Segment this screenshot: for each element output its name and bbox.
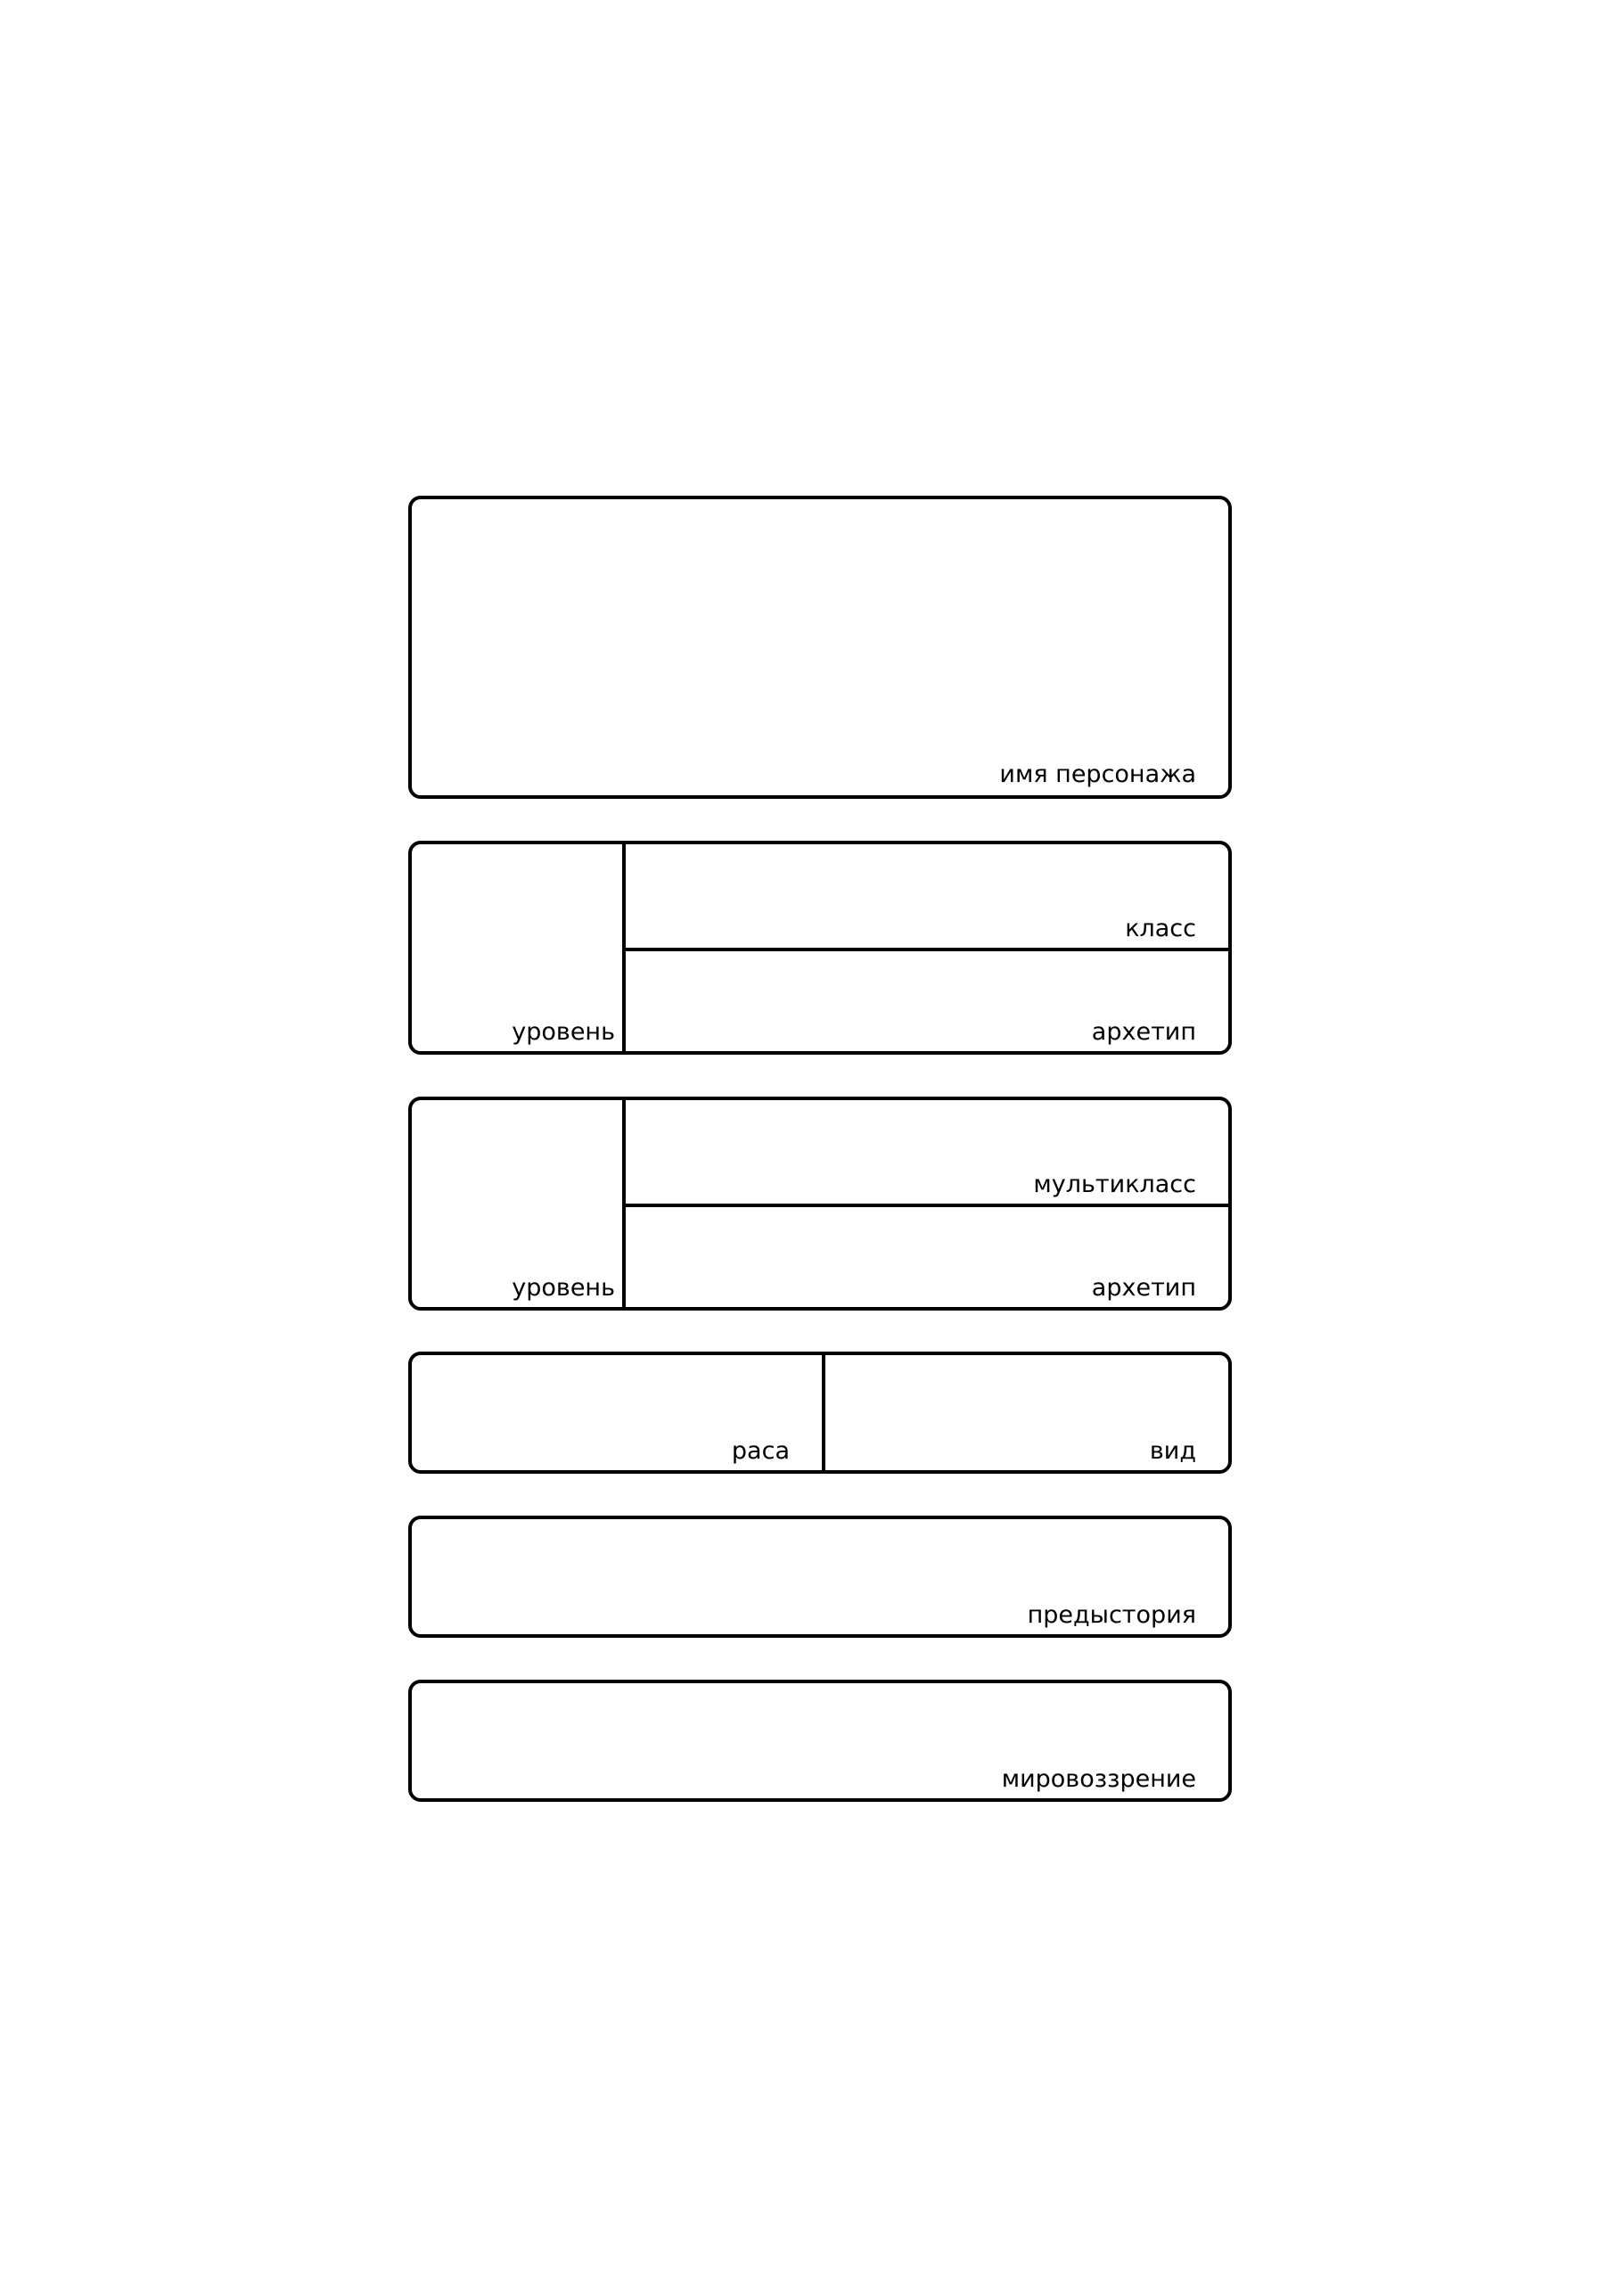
character-name-label: имя персонажа	[999, 760, 1196, 788]
class-level-label: уровень	[512, 1018, 615, 1046]
alignment-label: мировоззрение	[1001, 1765, 1196, 1793]
class-archetype-label: архетип	[1091, 1018, 1196, 1046]
multiclass-level-label: уровень	[512, 1274, 615, 1302]
class-block: уровень класс архетип	[408, 841, 1232, 1055]
class-block-divider	[622, 844, 626, 1051]
race-block-divider	[822, 1355, 825, 1470]
alignment-field[interactable]: мировоззрение	[408, 1680, 1232, 1802]
class-row-divider	[626, 948, 1228, 951]
multiclass-label: мультикласс	[1033, 1171, 1196, 1198]
multiclass-archetype-label: архетип	[1091, 1274, 1196, 1302]
race-block: раса вид	[408, 1352, 1232, 1474]
class-field[interactable]: класс	[626, 844, 1228, 948]
multiclass-row-divider	[626, 1204, 1228, 1207]
kind-label: вид	[1149, 1437, 1196, 1465]
background-label: предыстория	[1027, 1601, 1196, 1629]
background-field[interactable]: предыстория	[408, 1516, 1232, 1638]
race-label: раса	[731, 1437, 790, 1465]
multiclass-field[interactable]: мультикласс	[626, 1100, 1228, 1204]
class-level-field[interactable]: уровень	[412, 844, 622, 1051]
multiclass-archetype-field[interactable]: архетип	[626, 1207, 1228, 1307]
multiclass-block: уровень мультикласс архетип	[408, 1097, 1232, 1311]
character-name-field[interactable]: имя персонажа	[408, 496, 1232, 799]
class-label: класс	[1125, 915, 1196, 942]
race-field[interactable]: раса	[412, 1355, 822, 1470]
multiclass-level-field[interactable]: уровень	[412, 1100, 622, 1307]
multiclass-block-divider	[622, 1100, 626, 1307]
kind-field[interactable]: вид	[825, 1355, 1228, 1470]
class-archetype-field[interactable]: архетип	[626, 951, 1228, 1051]
